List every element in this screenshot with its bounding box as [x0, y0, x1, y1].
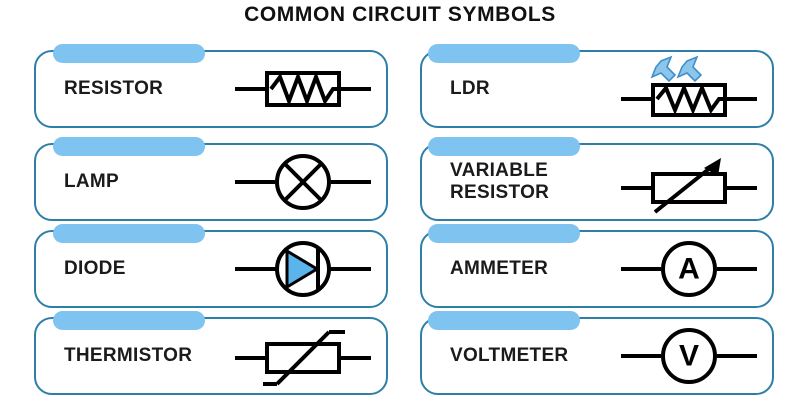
card-tab-ammeter [428, 224, 580, 243]
temperature-slope-icon [263, 330, 345, 386]
card-label-ldr: LDR [450, 78, 490, 100]
card-ldr[interactable]: LDR [420, 50, 774, 128]
card-tab-ldr [428, 44, 580, 63]
variable-resistor-symbol [614, 145, 764, 219]
card-label-ammeter: AMMETER [450, 258, 549, 280]
ammeter-symbol: A [614, 232, 764, 306]
card-ammeter[interactable]: AMMETER A [420, 230, 774, 308]
card-resistor[interactable]: RESISTOR [34, 50, 388, 128]
voltmeter-symbol: V [614, 319, 764, 393]
thermistor-symbol [228, 319, 378, 393]
card-tab-resistor [53, 44, 205, 63]
symbols-grid: RESISTOR LDR [0, 44, 800, 400]
card-tab-variable-resistor [428, 137, 580, 156]
card-lamp[interactable]: LAMP [34, 143, 388, 221]
resistor-symbol [228, 52, 378, 126]
card-tab-voltmeter [428, 311, 580, 330]
card-label-resistor: RESISTOR [64, 78, 164, 100]
page-title: COMMON CIRCUIT SYMBOLS [244, 3, 556, 26]
card-tab-thermistor [53, 311, 205, 330]
card-label-diode: DIODE [64, 258, 126, 280]
adjust-arrow-icon [653, 158, 721, 214]
card-voltmeter[interactable]: VOLTMETER V [420, 317, 774, 395]
card-diode[interactable]: DIODE [34, 230, 388, 308]
voltmeter-letter: V [679, 340, 699, 373]
ammeter-letter: A [678, 253, 700, 286]
light-arrow-icon [650, 55, 703, 83]
card-thermistor[interactable]: THERMISTOR [34, 317, 388, 395]
card-label-lamp: LAMP [64, 171, 120, 193]
diode-symbol [228, 232, 378, 306]
card-variable-resistor[interactable]: VARIABLE RESISTOR [420, 143, 774, 221]
card-label-variable-resistor: VARIABLE RESISTOR [450, 160, 550, 203]
card-tab-lamp [53, 137, 205, 156]
card-label-voltmeter: VOLTMETER [450, 345, 569, 367]
ldr-symbol [614, 52, 764, 126]
lamp-symbol [228, 145, 378, 219]
card-label-thermistor: THERMISTOR [64, 345, 193, 367]
card-tab-diode [53, 224, 205, 243]
